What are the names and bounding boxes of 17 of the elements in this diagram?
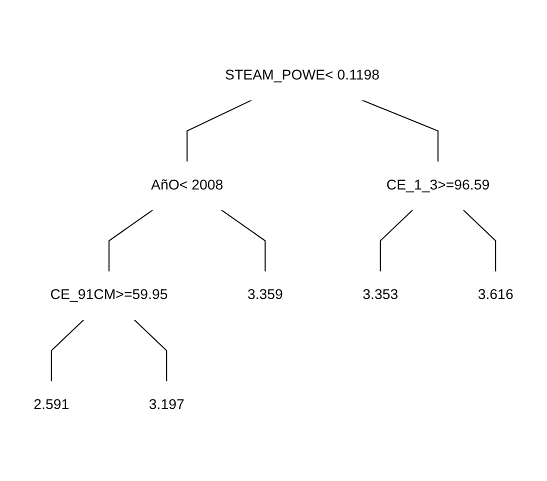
node-text: 3.197 [148,397,184,412]
connector [134,318,168,382]
node-text: CE_91CM>=59.95 [50,287,168,303]
connector [220,209,266,272]
node-text: 2.591 [34,397,70,412]
connector [462,209,496,272]
connector [186,99,252,162]
node-text: CE_1_3>=96.59 [386,178,490,193]
connector [361,99,439,162]
connector [108,209,154,272]
node-text: 3.616 [478,287,514,303]
node-text: AñO< 2008 [151,178,224,193]
node-text: STEAM_POWE< 0.1198 [225,68,380,83]
connector [50,318,84,382]
node-text: 3.359 [247,287,283,303]
node-text: 3.353 [362,287,398,303]
connector [380,209,414,272]
